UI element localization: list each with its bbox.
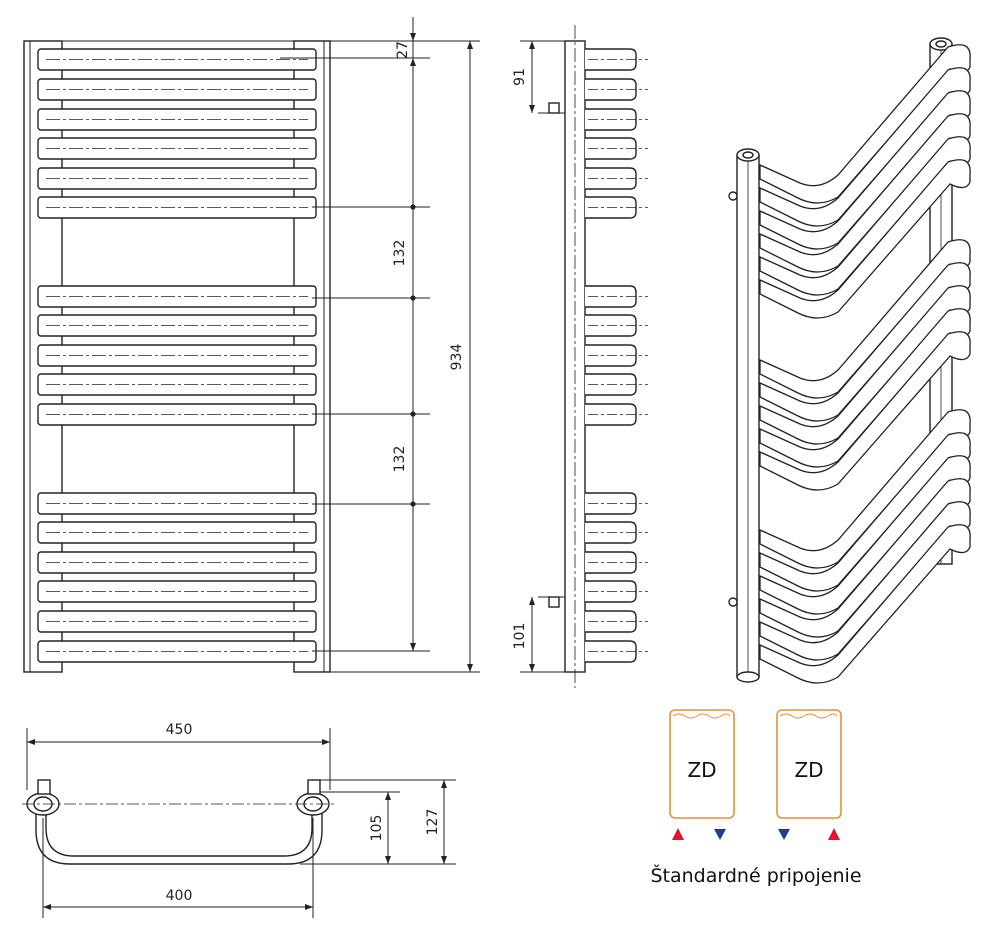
connection-label-1: ZD xyxy=(687,758,716,782)
front-heating-bar xyxy=(37,640,317,663)
iso-heating-bar xyxy=(759,455,971,615)
connection-label-2: ZD xyxy=(794,758,823,782)
side-heating-bar xyxy=(585,551,648,574)
side-heating-bar xyxy=(585,137,648,160)
iso-heating-bar xyxy=(759,432,971,592)
side-heating-bar xyxy=(585,640,648,663)
dim-spacing-lower: 132 xyxy=(392,446,408,473)
side-heating-bar xyxy=(585,492,648,515)
side-heating-bar xyxy=(585,314,648,337)
front-bars-group xyxy=(37,48,317,663)
plan-right-collector xyxy=(296,779,330,816)
isometric-view xyxy=(728,37,971,684)
front-heating-bar xyxy=(37,492,317,515)
side-bars-group xyxy=(585,48,648,663)
front-heating-bar xyxy=(37,580,317,603)
iso-heating-bar xyxy=(759,409,971,569)
side-heating-bar xyxy=(585,344,648,367)
iso-heating-bar xyxy=(759,331,971,491)
front-heating-bar xyxy=(37,167,317,190)
iso-heating-bar xyxy=(759,113,971,273)
plan-dimensions xyxy=(26,728,456,918)
plan-bar-inner xyxy=(45,800,313,857)
connection-caption: Štandardné pripojenie xyxy=(650,863,861,887)
front-heating-bar xyxy=(37,314,317,337)
dim-width-outer: 450 xyxy=(166,722,193,738)
side-heating-bar xyxy=(585,521,648,544)
side-heating-bar xyxy=(585,78,648,101)
side-heating-bar xyxy=(585,403,648,426)
supply-arrow-up-icon xyxy=(672,828,684,840)
front-dimensions xyxy=(62,17,480,673)
iso-heating-bar xyxy=(759,44,971,204)
iso-heating-bar xyxy=(759,159,971,319)
iso-heating-bar xyxy=(759,67,971,227)
side-heating-bar xyxy=(585,48,648,71)
dim-spacing-upper: 132 xyxy=(392,240,408,267)
side-valve-bottom xyxy=(548,596,560,608)
front-heating-bar xyxy=(37,551,317,574)
side-heating-bar xyxy=(585,167,648,190)
side-view xyxy=(538,25,648,688)
front-heating-bar xyxy=(37,521,317,544)
iso-heating-bar xyxy=(759,524,971,684)
dim-side-bottom: 101 xyxy=(512,623,528,650)
front-heating-bar xyxy=(37,78,317,101)
dim-side-top: 91 xyxy=(512,68,528,86)
side-heating-bar xyxy=(585,285,648,308)
front-heating-bar xyxy=(37,403,317,426)
plan-left-collector xyxy=(26,779,60,816)
connection-unit-2: ZD xyxy=(776,709,842,840)
radiator-unit-outline xyxy=(776,709,842,819)
radiator-unit-outline xyxy=(669,709,735,819)
front-heating-bar xyxy=(37,196,317,219)
iso-heating-bar xyxy=(759,308,971,468)
side-dimensions xyxy=(520,40,565,673)
front-heating-bar xyxy=(37,285,317,308)
side-heating-bar xyxy=(585,108,648,131)
front-heating-bar xyxy=(37,108,317,131)
front-heating-bar xyxy=(37,48,317,71)
iso-heating-bar xyxy=(759,285,971,445)
dim-depth-small: 105 xyxy=(369,815,385,842)
return-arrow-down-icon xyxy=(778,829,790,840)
side-heating-bar xyxy=(585,373,648,396)
iso-heating-bar xyxy=(759,239,971,399)
side-heating-bar xyxy=(585,580,648,603)
iso-heating-bar xyxy=(759,90,971,250)
side-heating-bar xyxy=(585,196,648,219)
iso-bars-group xyxy=(759,44,971,684)
side-heating-bar xyxy=(585,610,648,633)
dim-top-offset: 27 xyxy=(395,41,411,59)
front-view xyxy=(23,40,331,673)
front-heating-bar xyxy=(37,373,317,396)
return-arrow-down-icon xyxy=(714,829,726,840)
iso-heating-bar xyxy=(759,136,971,296)
dim-total-height: 934 xyxy=(449,344,465,371)
plan-bar-outer xyxy=(35,800,323,865)
iso-heating-bar xyxy=(759,262,971,422)
side-valve-top xyxy=(548,102,560,114)
front-heating-bar xyxy=(37,344,317,367)
iso-heating-bar xyxy=(759,501,971,661)
front-heating-bar xyxy=(37,610,317,633)
dim-width-axis: 400 xyxy=(166,888,193,904)
connection-unit-1: ZD xyxy=(669,709,735,840)
dim-depth-large: 127 xyxy=(425,809,441,836)
front-heating-bar xyxy=(37,137,317,160)
iso-heating-bar xyxy=(759,478,971,638)
plan-view xyxy=(22,779,335,865)
supply-arrow-up-icon xyxy=(828,828,840,840)
